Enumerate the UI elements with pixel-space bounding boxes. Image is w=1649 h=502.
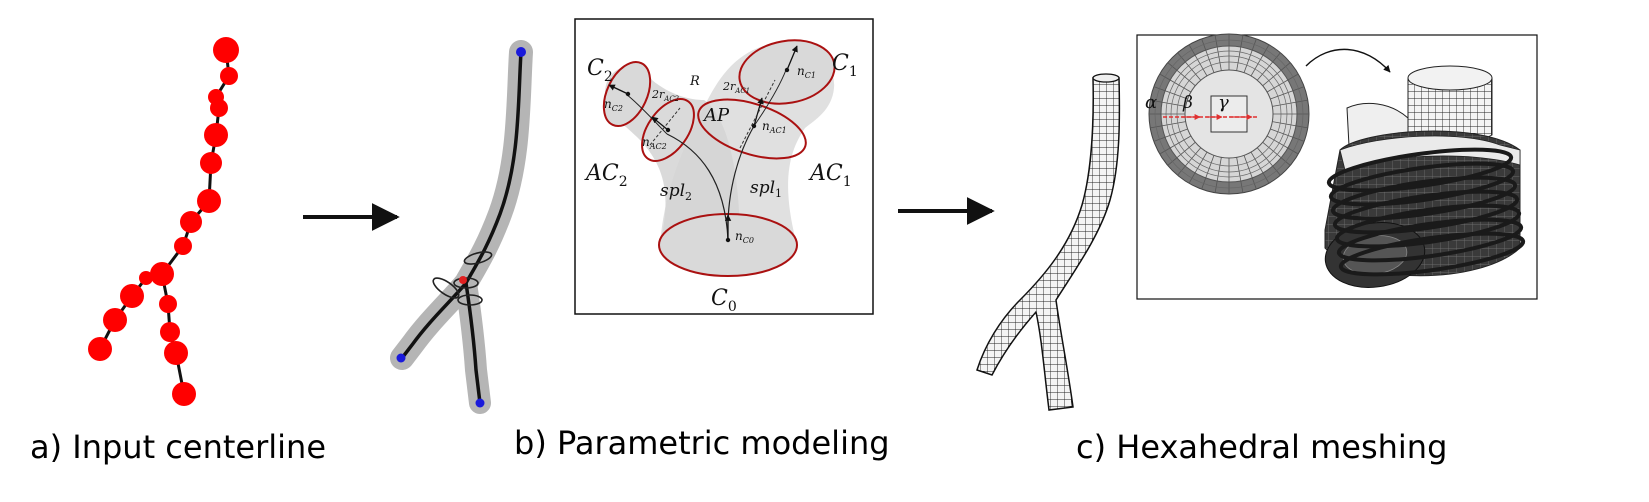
label-2r-ac1: 2rAC1 xyxy=(722,80,750,95)
label-ac1: AC1 xyxy=(808,161,852,190)
centerline-node xyxy=(160,322,180,342)
centerline-node xyxy=(220,67,238,85)
junction-ring xyxy=(463,251,493,265)
normal-c2-arrow xyxy=(608,84,629,95)
label-ac2: AC2 xyxy=(584,161,628,190)
curved-arrow xyxy=(1305,48,1391,73)
spline-2-upper xyxy=(625,93,668,135)
caption-hexahedral-meshing: c) Hexahedral meshing xyxy=(1076,428,1448,466)
label-c0: C0 xyxy=(711,286,737,315)
centerline-node xyxy=(103,308,127,332)
label-n-c1: nC1 xyxy=(797,64,816,80)
centerline-node xyxy=(120,284,144,308)
label-spl2: spl2 xyxy=(660,181,692,203)
c0-center xyxy=(725,237,731,243)
label-c2: C2 xyxy=(587,56,613,85)
ogrid-core xyxy=(1210,95,1248,133)
junction-point xyxy=(459,276,467,284)
centerline-node xyxy=(164,341,188,365)
centerline-node xyxy=(139,271,153,285)
mesh-vessel-top-cap xyxy=(1092,73,1120,83)
hex-meshing-panel: α β γ xyxy=(1136,33,1538,300)
ac1-center xyxy=(751,123,757,129)
centerline-node xyxy=(172,382,196,406)
branch-cylinder-cap xyxy=(1407,65,1493,91)
caption-parametric-modeling: b) Parametric modeling xyxy=(514,424,890,462)
label-n-c2: nC2 xyxy=(604,97,623,113)
label-spl1: spl1 xyxy=(750,178,782,200)
label-2r-ac2: 2rAC2 xyxy=(651,88,680,103)
centerline-node xyxy=(150,262,174,286)
centerline-node xyxy=(174,237,192,255)
caption-input-centerline: a) Input centerline xyxy=(30,428,326,466)
ac2-center xyxy=(665,127,671,133)
mesh-vessel-body xyxy=(976,77,1121,411)
boundary-layer-ring xyxy=(1334,203,1522,249)
label-gamma: γ xyxy=(1218,92,1229,113)
boundary-layer-rings xyxy=(1326,147,1526,277)
hex-mesh-vessel xyxy=(976,73,1121,411)
parametric-model-panel: C2 C1 C0 R AP AC2 AC1 spl2 spl1 nC0 nC1 … xyxy=(574,18,874,315)
label-n-ac2: nAC2 xyxy=(642,135,667,151)
t-junction-mesh xyxy=(1324,65,1526,288)
ogrid-ring xyxy=(1170,55,1288,173)
endpoint-top xyxy=(516,47,526,57)
c1-center xyxy=(784,67,790,73)
spline-1-upper xyxy=(753,69,787,127)
tube-centerline xyxy=(400,51,523,360)
boundary-layer-ring xyxy=(1328,161,1516,207)
junction-ring xyxy=(432,277,460,299)
centerline-node xyxy=(197,189,221,213)
ogrid-ring xyxy=(1176,61,1282,167)
boundary-layer-ring xyxy=(1326,147,1514,193)
ogrid-spokes xyxy=(1149,34,1309,194)
normal-ac2-arrow xyxy=(651,116,669,131)
boundary-layer-ring xyxy=(1332,189,1520,235)
endpoint-left xyxy=(396,353,406,363)
label-alpha: α xyxy=(1145,92,1157,113)
boundary-layer-ring xyxy=(1336,217,1524,263)
label-n-c0: nC0 xyxy=(735,229,754,245)
spline-2 xyxy=(666,133,729,241)
ogrid-ring xyxy=(1154,39,1304,189)
boundary-layer-ring xyxy=(1330,175,1518,221)
centerline-node xyxy=(210,99,228,117)
tube-centerline-branch xyxy=(464,282,482,404)
boundary-layer-ring xyxy=(1338,231,1526,277)
diameter-ac1-measure xyxy=(739,79,776,149)
label-n-ac1: nAC1 xyxy=(762,119,787,135)
label-beta: β xyxy=(1182,93,1193,113)
tube-with-centerline xyxy=(390,40,533,414)
centerline-node xyxy=(159,295,177,313)
label-c1: C1 xyxy=(832,51,858,80)
junction-ring xyxy=(457,294,483,306)
centerline-node xyxy=(180,211,202,233)
c2-center xyxy=(625,91,631,97)
diameter-ac2-measure xyxy=(649,107,681,146)
centerline-node xyxy=(200,152,222,174)
endpoint-bottom xyxy=(475,398,485,408)
centerline-node xyxy=(88,337,112,361)
label-r: R xyxy=(689,74,700,89)
input-centerline xyxy=(88,37,239,406)
normal-c1-arrow xyxy=(786,45,798,71)
centerline-node xyxy=(204,123,228,147)
ogrid-ring xyxy=(1165,50,1293,178)
centerline-node xyxy=(213,37,239,63)
label-ap: AP xyxy=(702,105,730,126)
